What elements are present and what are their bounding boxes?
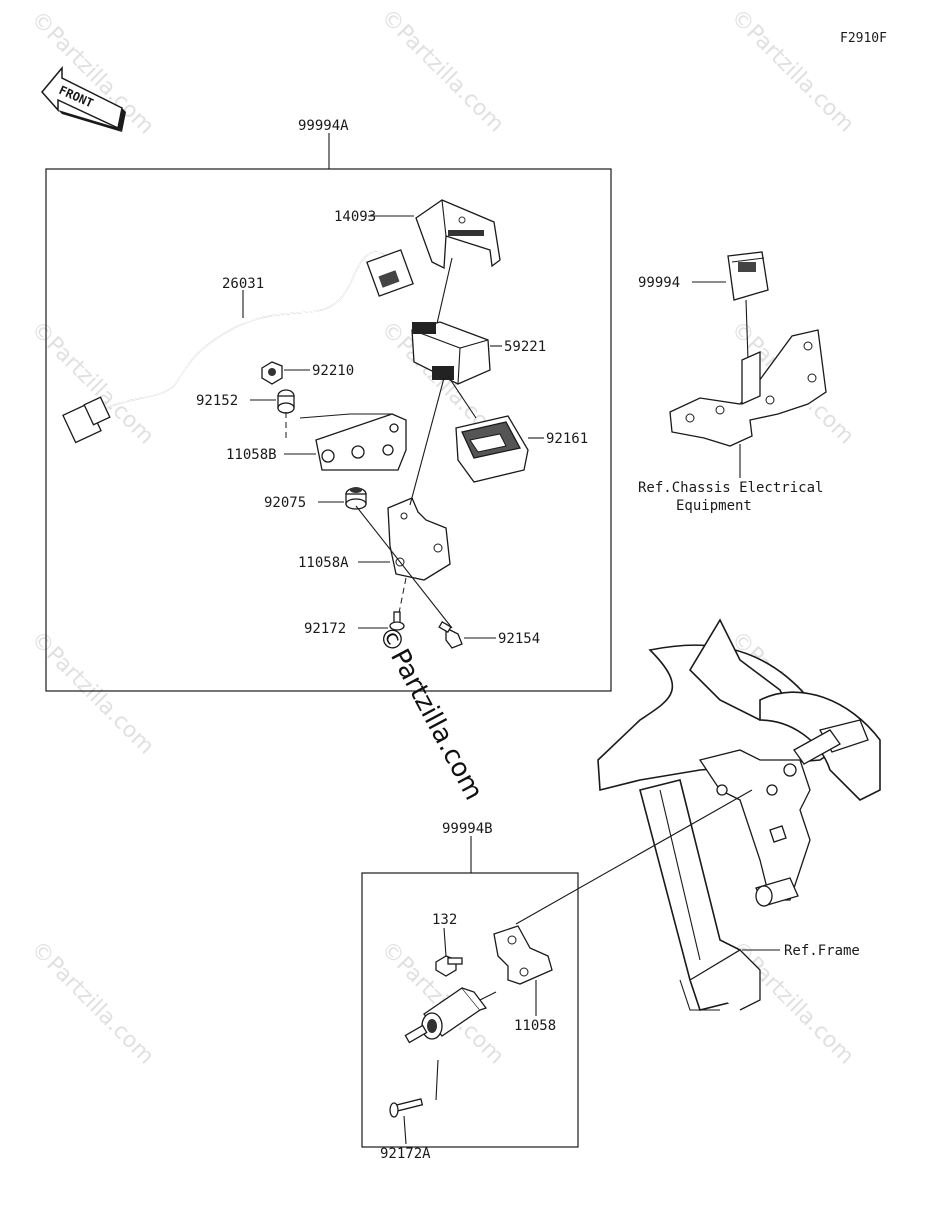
watermark-9: ©Partzilla.com xyxy=(26,937,159,1070)
kit-b-to-frame-line xyxy=(515,789,753,925)
watermark-2: ©Partzilla.com xyxy=(376,5,509,138)
label-11058: 11058 xyxy=(514,1018,556,1034)
label-14093: 14093 xyxy=(334,209,376,225)
label-92154: 92154 xyxy=(498,631,540,647)
cover-14093 xyxy=(415,199,501,270)
screw-92172A xyxy=(389,1098,424,1118)
leader-92161-link xyxy=(447,375,477,419)
watermark-1: ©Partzilla.com xyxy=(26,7,159,140)
label-11058A: 11058A xyxy=(298,555,349,571)
label-92161: 92161 xyxy=(546,431,588,447)
chassis-bracket xyxy=(669,329,827,447)
rubber-holder-92161 xyxy=(455,415,529,483)
leader-132 xyxy=(443,927,447,957)
assembly-line-b xyxy=(435,1059,439,1101)
partzilla-stamp: ©Partzilla.com xyxy=(372,621,489,805)
label-92075: 92075 xyxy=(264,495,306,511)
wire-harness-26031 xyxy=(62,249,414,444)
bracket-11058B xyxy=(299,413,407,471)
label-132: 132 xyxy=(432,912,457,928)
assembly-line-2 xyxy=(397,577,407,619)
assembly-line-4 xyxy=(409,377,445,506)
ref-chassis-line1: Ref.Chassis Electrical xyxy=(638,480,823,496)
label-99994A: 99994A xyxy=(298,118,349,134)
watermark-3: ©Partzilla.com xyxy=(726,5,859,138)
switch-sensor xyxy=(404,987,497,1044)
label-11058B: 11058B xyxy=(226,447,277,463)
label-26031: 26031 xyxy=(222,276,264,292)
leader-92172A xyxy=(403,1115,407,1145)
collar-92152 xyxy=(277,389,295,414)
nut-92210 xyxy=(261,361,283,385)
label-92210: 92210 xyxy=(312,363,354,379)
label-92172A: 92172A xyxy=(380,1146,431,1162)
ref-chassis-line2: Equipment xyxy=(676,498,752,514)
leader-14093-link xyxy=(435,257,453,329)
label-99994B: 99994B xyxy=(442,821,493,837)
kit-b-frame xyxy=(361,872,579,1148)
label-92172: 92172 xyxy=(304,621,346,637)
bolt-132 xyxy=(435,955,463,977)
figure-code: F2910F xyxy=(840,31,887,46)
relay-link-line xyxy=(745,299,749,361)
bracket-11058 xyxy=(493,925,553,985)
relay-99994 xyxy=(727,251,769,301)
frame-structure xyxy=(597,618,881,1011)
grommet-92075 xyxy=(345,487,367,510)
bolt-92154 xyxy=(438,621,463,649)
label-92152: 92152 xyxy=(196,393,238,409)
screw-92172 xyxy=(389,611,405,631)
label-59221: 59221 xyxy=(504,339,546,355)
assembly-line-3 xyxy=(355,505,453,629)
bracket-11058A xyxy=(387,497,451,581)
label-99994: 99994 xyxy=(638,275,680,291)
ecu-59221 xyxy=(411,321,491,385)
ref-frame: Ref.Frame xyxy=(784,943,860,959)
